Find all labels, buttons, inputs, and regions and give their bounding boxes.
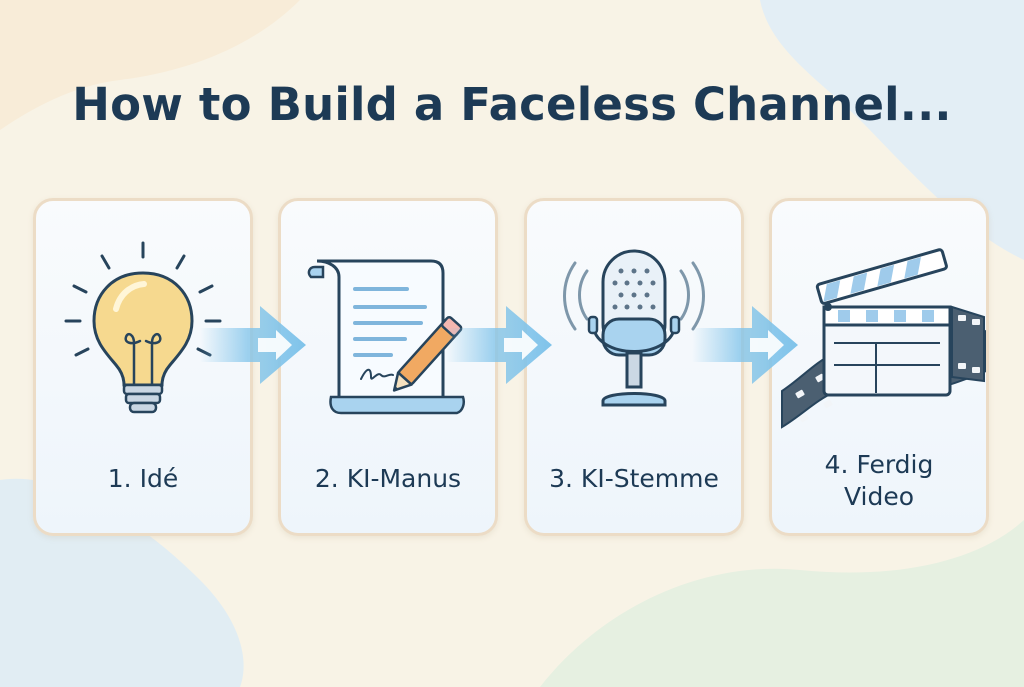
step-label-voice: 3. KI-Stemme bbox=[549, 464, 719, 493]
step-label-video-line1: 4. Ferdig bbox=[824, 450, 934, 479]
step-card-idea: 1. Idé bbox=[33, 198, 253, 536]
step-card-voice: 3. KI-Stemme bbox=[524, 198, 744, 536]
arrow-right-icon bbox=[200, 306, 306, 384]
step-card-video: 4. Ferdig Video bbox=[769, 198, 989, 536]
step-card-script: 2. KI-Manus bbox=[278, 198, 498, 536]
step-label-video: 4. Ferdig Video bbox=[772, 449, 986, 513]
microphone-icon bbox=[563, 249, 705, 407]
step-label-script: 2. KI-Manus bbox=[314, 464, 462, 493]
lightbulb-icon bbox=[64, 241, 222, 414]
step-label-video-line2: Video bbox=[843, 482, 915, 511]
clapperboard-film-icon bbox=[781, 248, 986, 429]
step-label-idea: 1. Idé bbox=[107, 464, 179, 493]
arrow-right-icon bbox=[446, 306, 552, 384]
arrow-right-icon bbox=[692, 306, 798, 384]
page-title: How to Build a Faceless Channel... bbox=[72, 78, 952, 131]
